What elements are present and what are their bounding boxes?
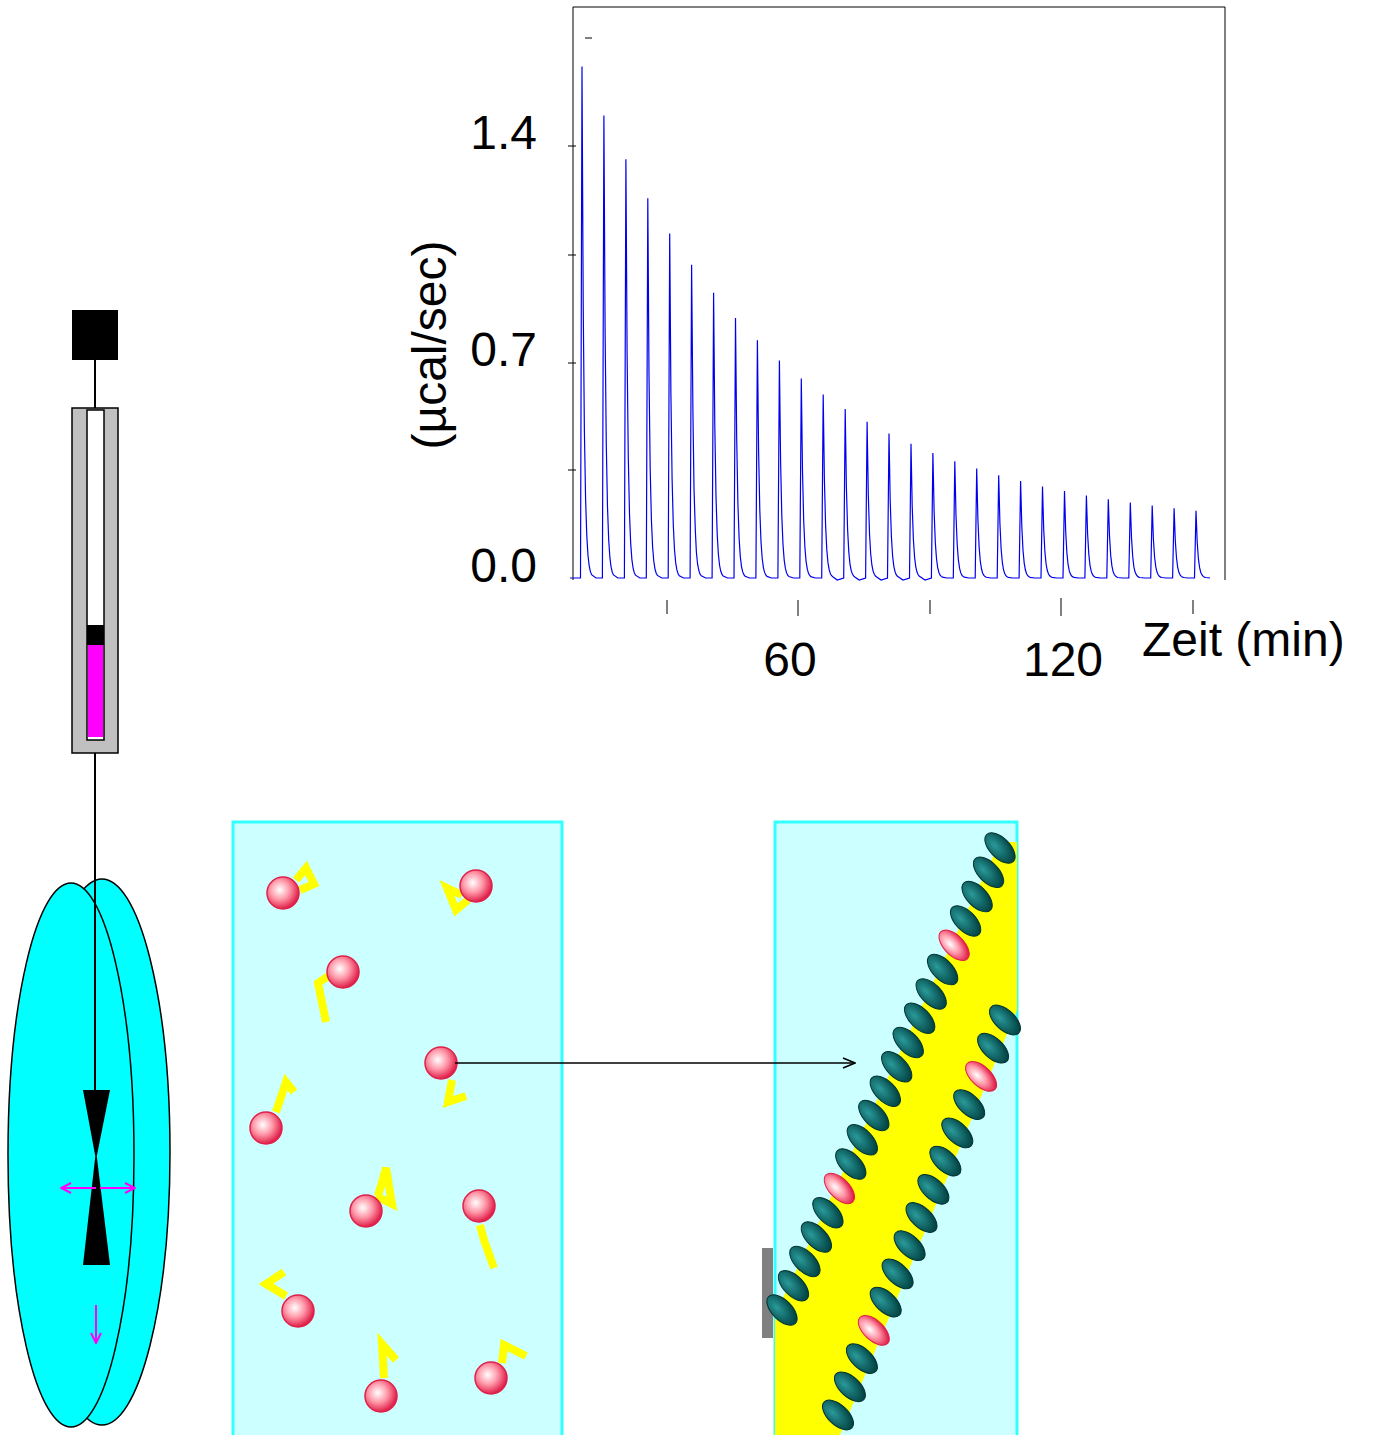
headgroup [984,1000,1025,1041]
axis-label: Zeit (min) [1142,616,1345,664]
ligand-molecules [250,868,526,1412]
ligand [502,1345,526,1363]
trace-line [570,67,1210,581]
molecule [267,877,299,909]
molecule [350,1195,382,1227]
ligand [448,1080,466,1102]
axis-label: 0.0 [470,542,537,590]
ligand [376,1168,392,1204]
bound-molecule [960,1056,1001,1097]
molecule [250,1112,282,1144]
axis-label: 60 [763,636,816,684]
axis-label: 120 [1023,636,1103,684]
chart-frame [568,7,1225,616]
syringe [72,310,118,753]
headgroup [829,1367,870,1408]
solution-panel [233,822,562,1435]
membrane-panel [775,822,1017,1435]
ligand [318,975,330,1022]
axis-title: (µcal/sec) [406,240,454,449]
molecule [460,870,492,902]
headgroup [937,1113,978,1154]
transfer-arrow [455,1062,855,1064]
headgroup [913,1169,954,1210]
headgroup [877,1254,918,1295]
molecule [425,1047,457,1079]
thermogram-trace [570,67,1210,581]
ligand [296,868,314,890]
molecule [282,1295,314,1327]
lipid-bilayer [775,842,1017,1435]
molecule [463,1190,495,1222]
ligand [276,1082,294,1112]
ligand [266,1272,286,1296]
headgroup [980,827,1021,868]
molecule [475,1362,507,1394]
bound-molecule [853,1310,894,1351]
sample-cell [8,753,170,1427]
ligand [480,1225,494,1268]
axis-label: 0.7 [470,326,537,374]
gray-bar [762,1248,773,1338]
axis-label: 1.4 [470,109,537,157]
molecule [365,1380,397,1412]
lipid-headgroups [762,827,1026,1435]
molecule [327,956,359,988]
ligand [382,1344,396,1378]
